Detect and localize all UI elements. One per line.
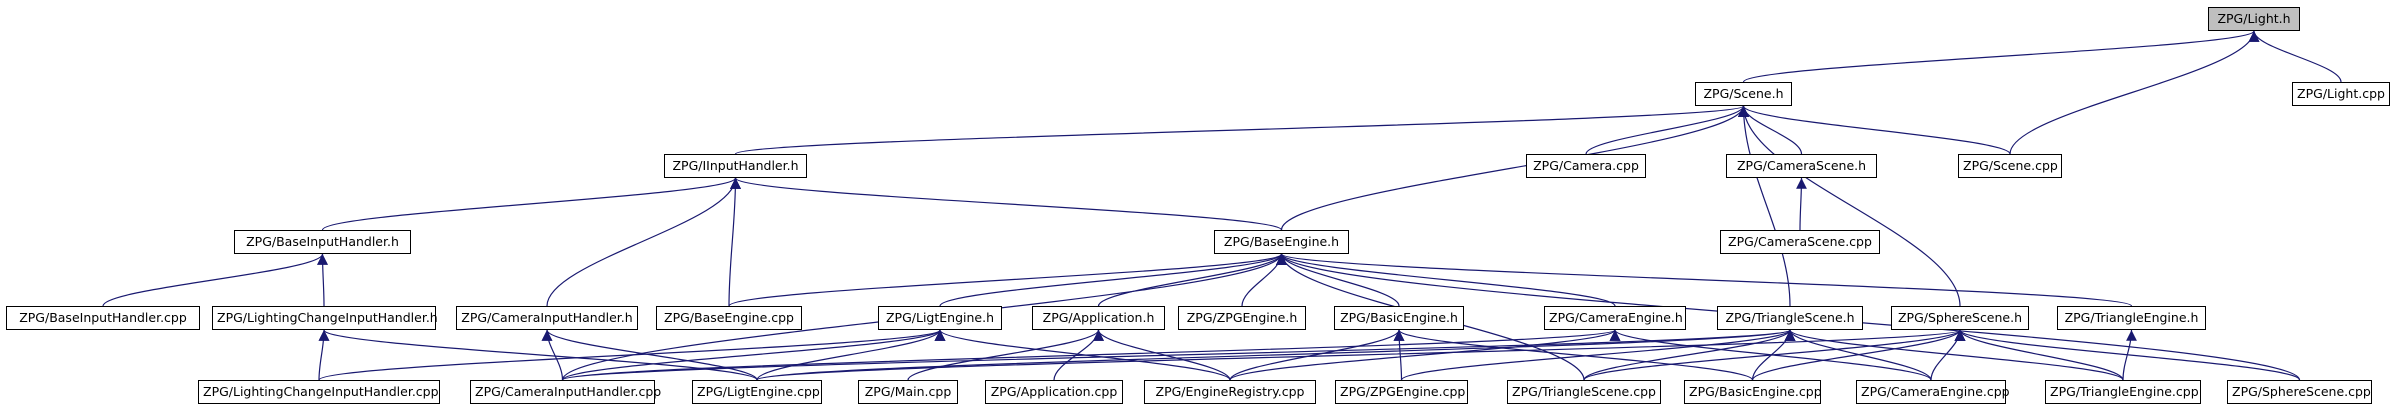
node-basicengine-h[interactable]: ZPG/BasicEngine.h <box>1334 306 1464 330</box>
edge-basicengine-cpp-to-basicengine-h <box>1393 329 1754 381</box>
node-light-cpp[interactable]: ZPG/Light.cpp <box>2292 82 2390 106</box>
edge-basicengine-cpp-to-spherescene-h <box>1751 329 1966 381</box>
node-trianglescene-h[interactable]: ZPG/TriangleScene.h <box>1717 306 1863 330</box>
edge-camerainput-cpp-to-cameraengine-h <box>561 329 1620 381</box>
edge-main-cpp-to-application-h <box>907 329 1104 381</box>
edge-trianglescene-cpp-to-spherescene-h <box>1583 329 1966 381</box>
edge-trianglescene-h-to-scene-h <box>1738 105 1791 307</box>
edge-triangleengine-cpp-to-triangleengine-h <box>2122 329 2137 381</box>
node-ligtengine-cpp[interactable]: ZPG/LigtEngine.cpp <box>692 380 822 404</box>
node-lightingchange-cpp[interactable]: ZPG/LightingChangeInputHandler.cpp <box>198 380 440 404</box>
edge-ligtengine-cpp-to-camerainput-h <box>541 329 758 381</box>
node-cameraengine-cpp[interactable]: ZPG/CameraEngine.cpp <box>1856 380 2010 404</box>
edge-scene-cpp-to-light-h <box>2009 30 2260 155</box>
node-camerainput-cpp[interactable]: ZPG/CameraInputHandler.cpp <box>470 380 661 404</box>
node-engineregistry-cpp[interactable]: ZPG/EngineRegistry.cpp <box>1144 380 1316 404</box>
node-light-h[interactable]: ZPG/Light.h <box>2208 7 2300 31</box>
node-zpgengine-cpp[interactable]: ZPG/ZPGEngine.cpp <box>1335 380 1468 404</box>
edge-light-cpp-to-light-h <box>2248 30 2342 83</box>
node-main-cpp[interactable]: ZPG/Main.cpp <box>858 380 958 404</box>
edge-engineregistry-cpp-to-basicengine-h <box>1229 329 1405 381</box>
edge-camera-cpp-to-scene-h <box>1585 105 1749 155</box>
node-zpgengine-h[interactable]: ZPG/ZPGEngine.h <box>1178 306 1306 330</box>
node-triangleengine-cpp[interactable]: ZPG/TriangleEngine.cpp <box>2045 380 2201 404</box>
edge-ligtengine-cpp-to-lightingchange-h <box>318 329 758 381</box>
edge-ligtengine-h-to-baseengine-h <box>939 253 1287 307</box>
edge-ligtengine-cpp-to-ligtengine-h <box>756 329 946 381</box>
edge-lightingchange-h-to-baseinput-h <box>317 253 328 307</box>
node-baseengine-h[interactable]: ZPG/BaseEngine.h <box>1214 230 1349 254</box>
edge-lightingchange-cpp-to-ligtengine-h <box>318 329 946 381</box>
edge-baseengine-cpp-to-iinput-h <box>728 177 741 307</box>
edge-cameraengine-h-to-baseengine-h <box>1276 253 1616 307</box>
edge-baseengine-h-to-scene-h <box>1280 105 1749 231</box>
node-scene-cpp[interactable]: ZPG/Scene.cpp <box>1958 154 2062 178</box>
node-camera-cpp[interactable]: ZPG/Camera.cpp <box>1526 154 1646 178</box>
node-baseinput-cpp[interactable]: ZPG/BaseInputHandler.cpp <box>6 306 200 330</box>
edge-baseinput-cpp-to-baseinput-h <box>102 253 328 307</box>
edge-application-h-to-baseengine-h <box>1097 253 1287 307</box>
edge-camerainput-cpp-to-trianglescene-h <box>561 329 1795 381</box>
node-lightingchange-h[interactable]: ZPG/LightingChangeInputHandler.h <box>212 306 438 330</box>
node-triangleengine-h[interactable]: ZPG/TriangleEngine.h <box>2057 306 2206 330</box>
edge-camerainput-cpp-to-ligtengine-h <box>561 329 946 381</box>
edge-spherescene-h-to-scene-h <box>1738 105 1961 307</box>
edge-triangleengine-h-to-baseengine-h <box>1276 253 2133 307</box>
node-application-cpp[interactable]: ZPG/Application.cpp <box>985 380 1123 404</box>
node-camerascene-cpp[interactable]: ZPG/CameraScene.cpp <box>1720 230 1880 254</box>
node-camerainput-h[interactable]: ZPG/CameraInputHandler.h <box>456 306 638 330</box>
node-spherescene-cpp[interactable]: ZPG/SphereScene.cpp <box>2227 380 2372 404</box>
edge-ligtengine-cpp-to-spherescene-h <box>756 329 1965 381</box>
edge-baseengine-cpp-to-baseengine-h <box>728 253 1287 307</box>
edge-zpgengine-cpp-to-trianglescene-h <box>1400 329 1796 381</box>
node-baseinput-h[interactable]: ZPG/BaseInputHandler.h <box>234 230 411 254</box>
node-iinput-h[interactable]: ZPG/IInputHandler.h <box>664 154 807 178</box>
edge-iinput-h-to-scene-h <box>734 105 1749 155</box>
edge-lightingchange-cpp-to-lightingchange-h <box>318 329 330 381</box>
node-baseengine-cpp[interactable]: ZPG/BaseEngine.cpp <box>656 306 802 330</box>
node-application-h[interactable]: ZPG/Application.h <box>1032 306 1165 330</box>
edge-engineregistry-cpp-to-cameraengine-h <box>1229 329 1621 381</box>
edge-zpgengine-cpp-to-basicengine-h <box>1393 329 1405 381</box>
edge-spherescene-cpp-to-spherescene-h <box>1954 329 2301 381</box>
edge-baseinput-h-to-iinput-h <box>321 177 741 231</box>
node-trianglescene-cpp[interactable]: ZPG/TriangleScene.cpp <box>1507 380 1661 404</box>
edge-cameraengine-cpp-to-trianglescene-h <box>1784 329 1932 381</box>
node-cameraengine-h[interactable]: ZPG/CameraEngine.h <box>1544 306 1686 330</box>
node-ligtengine-h[interactable]: ZPG/LigtEngine.h <box>878 306 1002 330</box>
edge-camerascene-cpp-to-camerascene-h <box>1796 177 1807 231</box>
node-scene-h[interactable]: ZPG/Scene.h <box>1695 82 1792 106</box>
edge-trianglescene-cpp-to-trianglescene-h <box>1583 329 1796 381</box>
edge-camerainput-h-to-iinput-h <box>546 177 741 307</box>
edge-scene-cpp-to-scene-h <box>1738 105 2011 155</box>
edge-baseengine-h-to-iinput-h <box>730 177 1283 231</box>
edge-triangleengine-cpp-to-spherescene-h <box>1954 329 2124 381</box>
node-camerascene-h[interactable]: ZPG/CameraScene.h <box>1726 154 1877 178</box>
node-spherescene-h[interactable]: ZPG/SphereScene.h <box>1891 306 2029 330</box>
edge-scene-h-to-light-h <box>1742 30 2260 83</box>
edge-ligtengine-cpp-to-trianglescene-h <box>756 329 1795 381</box>
node-basicengine-cpp[interactable]: ZPG/BasicEngine.cpp <box>1684 380 1822 404</box>
edge-triangleengine-cpp-to-trianglescene-h <box>1784 329 2124 381</box>
